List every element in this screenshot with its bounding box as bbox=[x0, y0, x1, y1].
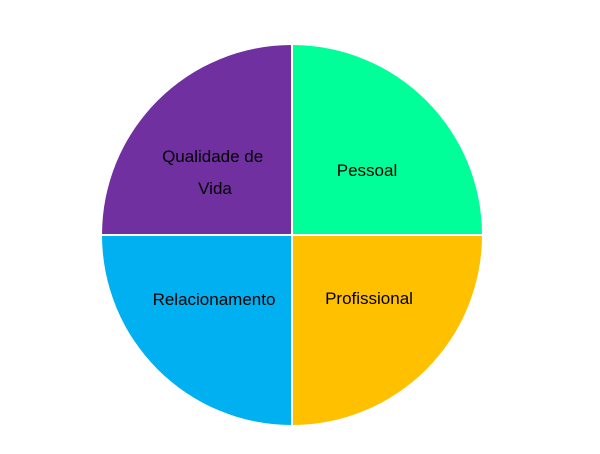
label-pessoal: Pessoal bbox=[337, 161, 397, 180]
slice-relacionamento bbox=[102, 235, 292, 425]
label-profissional: Profissional bbox=[325, 289, 413, 308]
slice-profissional bbox=[292, 235, 482, 425]
label-qualidade-de-vida: Qualidade de Vida bbox=[162, 147, 268, 198]
wheel-slices bbox=[102, 45, 482, 425]
slice-qualidade-de-vida bbox=[102, 45, 292, 235]
wheel-labels: Pessoal Qualidade de Vida Relacionamento… bbox=[153, 147, 413, 309]
wheel-dividers bbox=[102, 45, 482, 425]
slice-pessoal bbox=[292, 45, 482, 235]
label-relacionamento: Relacionamento bbox=[153, 290, 276, 309]
